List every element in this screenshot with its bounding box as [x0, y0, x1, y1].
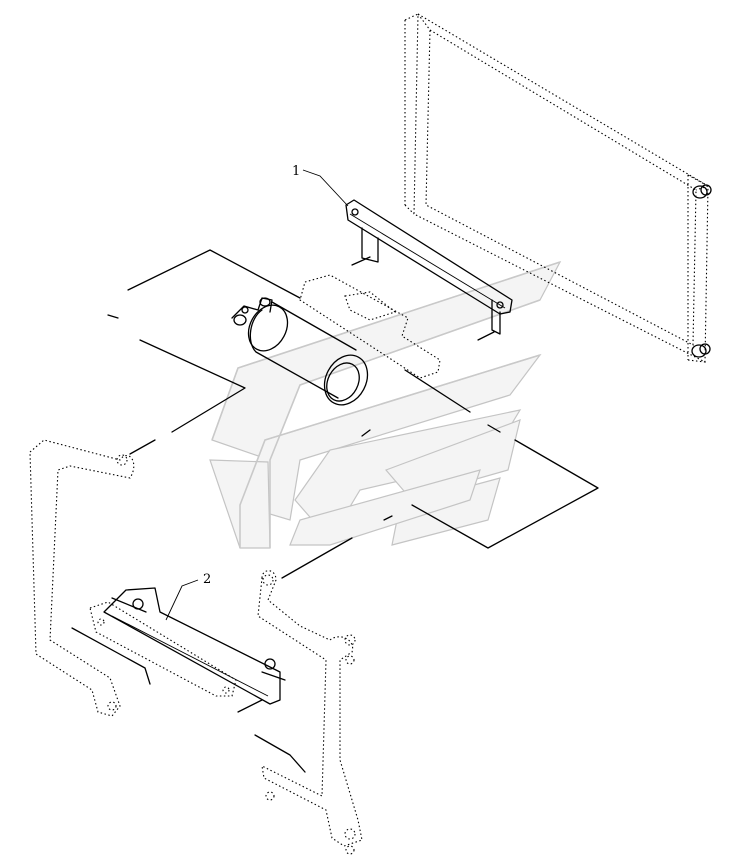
radiator-lower-hose-neck: [691, 343, 711, 358]
right-side-bracket: [257, 570, 363, 855]
radiator: [404, 13, 712, 363]
callout-1: 1: [292, 164, 349, 207]
part-1-upper-bracket: [345, 199, 513, 341]
radiator-upper-hose-neck: [692, 184, 712, 199]
left-side-bracket: [29, 439, 135, 717]
watermark-logo: [209, 260, 562, 549]
callout-2: 2: [165, 572, 211, 621]
callout-1-label: 1: [292, 164, 300, 179]
filter-canister: [231, 297, 369, 406]
part-2-lower-bracket: [89, 587, 286, 705]
callout-2-label: 2: [203, 572, 211, 587]
filter-mount-plate: [299, 274, 441, 379]
assembly-center-lines: [71, 249, 599, 773]
